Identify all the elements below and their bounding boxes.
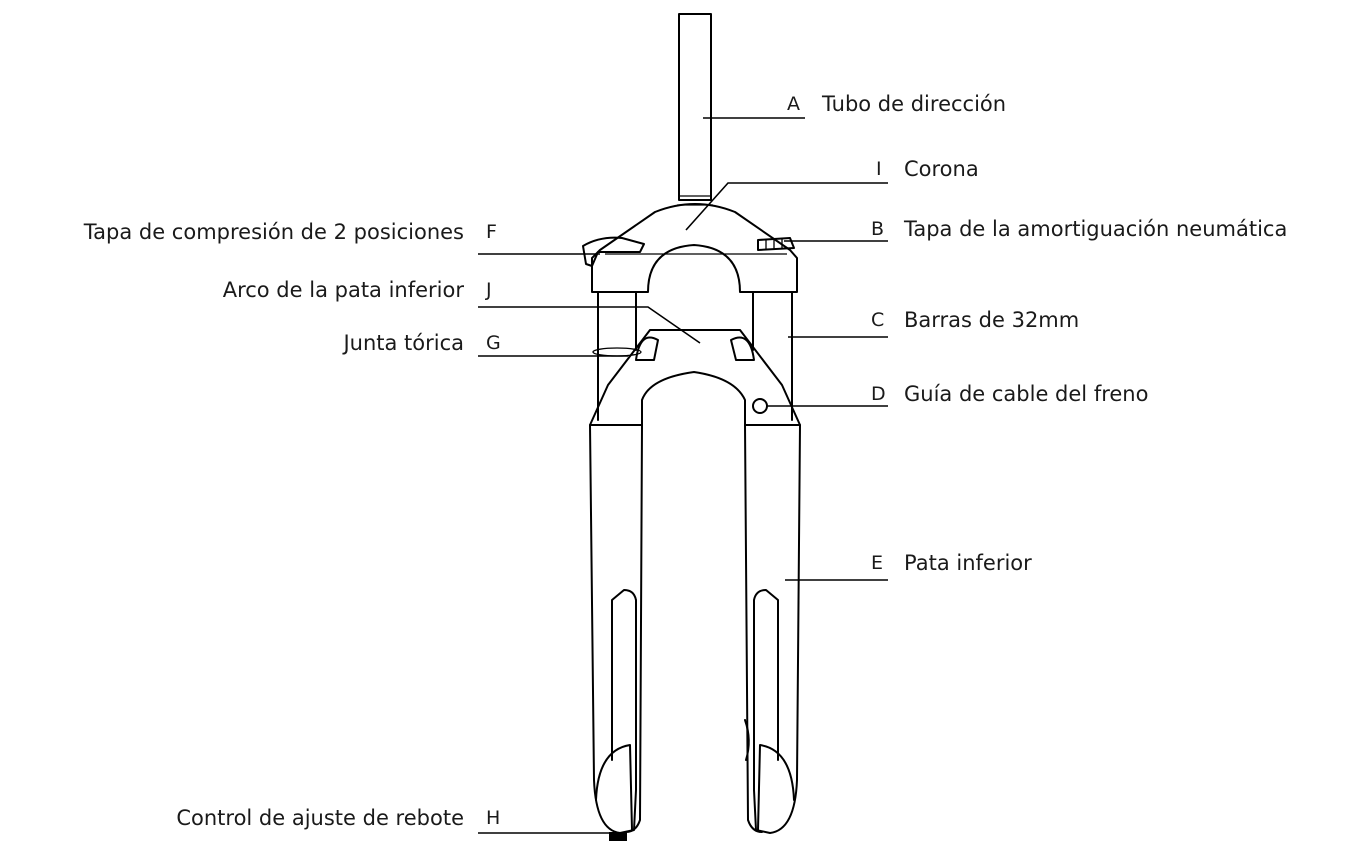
callout-o-ring: Junta tórica — [343, 331, 464, 355]
compression-cap — [582, 236, 645, 267]
callout-rebound-adjust: Control de ajuste de rebote — [176, 806, 464, 830]
callout-letter-c: C — [871, 309, 885, 331]
crown — [591, 203, 798, 293]
callout-letter-b: B — [871, 218, 885, 240]
callout-letter-i: I — [876, 158, 882, 180]
callout-letter-e: E — [871, 552, 884, 574]
air-cap — [757, 237, 795, 251]
callout-lower-arch: Arco de la pata inferior — [222, 278, 464, 302]
callout-letter-a: A — [787, 93, 800, 115]
leader-lines — [478, 117, 888, 834]
callout-letter-f: F — [486, 221, 497, 243]
callout-lower-leg: Pata inferior — [904, 551, 1032, 575]
callout-compression-cap: Tapa de compresión de 2 posiciones — [83, 220, 464, 244]
callout-letter-h: H — [486, 807, 501, 829]
callout-steerer-tube: Tubo de dirección — [822, 92, 1007, 116]
lower-arch — [589, 329, 801, 426]
steerer-tube — [677, 13, 713, 206]
callout-crown: Corona — [904, 157, 979, 181]
callout-letter-g: G — [486, 332, 501, 354]
callout-brake-cable-guide: Guía de cable del freno — [904, 382, 1149, 406]
lower-legs — [589, 424, 801, 834]
callout-stanchions: Barras de 32mm — [904, 308, 1080, 332]
callout-letter-d: D — [871, 383, 886, 405]
callout-air-cap: Tapa de la amortiguación neumática — [904, 217, 1288, 241]
rebound-knob — [609, 832, 627, 841]
callout-letter-j: J — [486, 279, 492, 301]
